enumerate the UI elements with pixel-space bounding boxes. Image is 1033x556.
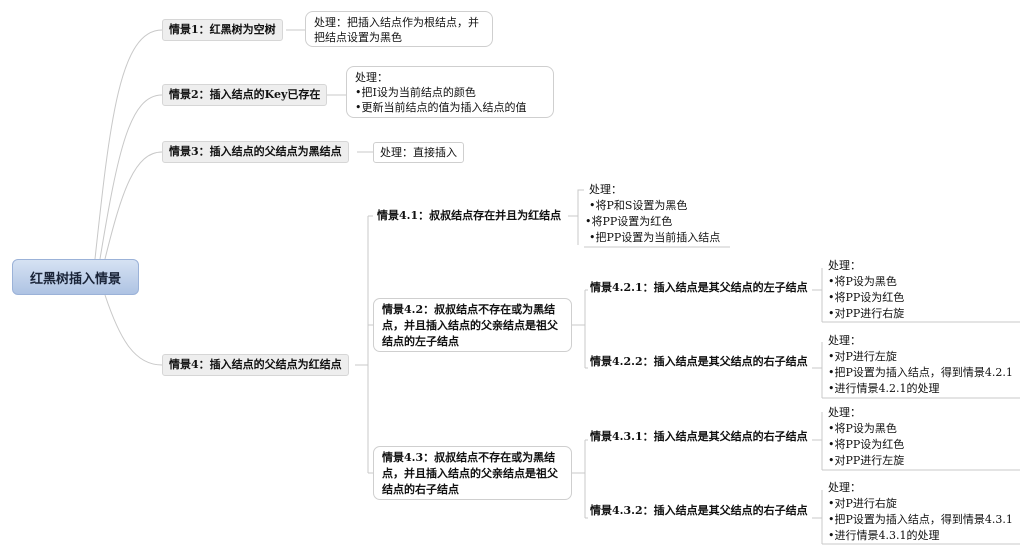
case2-item: 把I设为当前结点的颜色 [355, 85, 545, 100]
case431-detail-head: 处理： [828, 406, 861, 419]
case421-item: 对PP进行右旋 [828, 306, 905, 322]
case421-detail: 处理： 将P设为黑色 将PP设为红色 对PP进行右旋 [828, 258, 904, 322]
case422-item: 对P进行左旋 [828, 349, 1013, 365]
case422-item: 把P设置为插入结点，得到情景4.2.1 [828, 365, 1013, 381]
case2-item: 更新当前结点的值为插入结点的值 [355, 100, 545, 115]
case2-node: 情景2：插入结点的Key已存在 [162, 84, 328, 106]
case41-detail-head: 处理： [589, 183, 622, 196]
root-node: 红黑树插入情景 [12, 259, 139, 295]
case431-item: 将P设为黑色 [828, 421, 904, 437]
case432-detail: 处理： 对P进行右旋 把P设置为插入结点，得到情景4.3.1 进行情景4.3.1… [828, 480, 1013, 544]
case43-node: 情景4.3：叔叔结点不存在或为黑结点，并且插入结点的父亲结点是祖父结点的右子结点 [373, 446, 572, 500]
case421-node: 情景4.2.1：插入结点是其父结点的左子结点 [590, 281, 808, 294]
case432-item: 进行情景4.3.1的处理 [828, 528, 1013, 544]
case1-node: 情景1：红黑树为空树 [162, 19, 283, 41]
case3-detail: 处理：直接插入 [373, 142, 464, 163]
case421-detail-head: 处理： [828, 259, 861, 272]
case41-detail: 处理： 将P和S设置为黑色 将PP设置为红色 把PP设置为当前插入结点 [589, 182, 720, 246]
case422-detail-head: 处理： [828, 334, 861, 347]
case432-detail-head: 处理： [828, 481, 861, 494]
case422-node: 情景4.2.2：插入结点是其父结点的右子结点 [590, 355, 808, 368]
case432-item: 把P设置为插入结点，得到情景4.3.1 [828, 512, 1013, 528]
case431-item: 对PP进行左旋 [828, 453, 905, 469]
case431-node: 情景4.3.1：插入结点是其父结点的右子结点 [590, 430, 808, 443]
case432-node: 情景4.3.2：插入结点是其父结点的右子结点 [590, 504, 808, 517]
case431-detail: 处理： 将P设为黑色 将PP设为红色 对PP进行左旋 [828, 405, 904, 469]
case41-item: 将PP设置为红色 [585, 214, 720, 230]
case421-item: 将PP设为红色 [828, 290, 905, 306]
case41-item: 把PP设置为当前插入结点 [589, 230, 721, 246]
case421-item: 将P设为黑色 [828, 274, 904, 290]
case41-item: 将P和S设置为黑色 [589, 198, 720, 214]
case2-detail-head: 处理： [355, 71, 388, 84]
case3-node: 情景3：插入结点的父结点为黑结点 [162, 141, 349, 163]
case42-node: 情景4.2：叔叔结点不存在或为黑结点，并且插入结点的父亲结点是祖父结点的左子结点 [373, 298, 572, 352]
case422-item: 进行情景4.2.1的处理 [828, 381, 1013, 397]
case431-item: 将PP设为红色 [828, 437, 905, 453]
case2-detail: 处理： 把I设为当前结点的颜色 更新当前结点的值为插入结点的值 [346, 66, 554, 118]
case4-node: 情景4：插入结点的父结点为红结点 [162, 354, 349, 376]
case432-item: 对P进行右旋 [828, 496, 1013, 512]
case1-detail: 处理：把插入结点作为根结点，并把结点设置为黑色 [305, 11, 493, 47]
case422-detail: 处理： 对P进行左旋 把P设置为插入结点，得到情景4.2.1 进行情景4.2.1… [828, 333, 1013, 397]
case41-node: 情景4.1：叔叔结点存在并且为红结点 [377, 209, 562, 222]
